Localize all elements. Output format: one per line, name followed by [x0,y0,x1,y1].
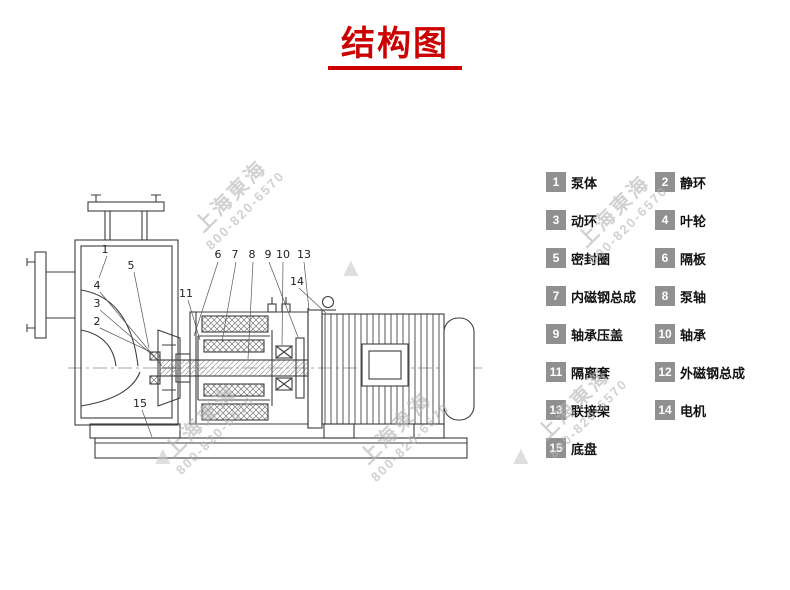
inlet-flange [26,251,75,339]
outer-magnet-assembly [201,315,269,421]
legend-number: 1 [546,172,566,192]
callout-11: 11 [179,287,193,300]
callout-8: 8 [249,248,256,261]
legend-number: 15 [546,438,566,458]
legend-item-5: 5 密封圈 [546,248,653,268]
legend-item-9: 9 轴承压盖 [546,324,653,344]
legend-number: 14 [655,400,675,420]
bearing-cover [295,337,305,399]
legend-item-15: 15 底盘 [546,438,653,458]
legend-number: 4 [655,210,675,230]
legend-item-3: 3 动环 [546,210,653,230]
callout-9: 9 [265,248,272,261]
legend-label: 隔板 [680,251,707,267]
pump-body [74,239,179,426]
legend-number: 8 [655,286,675,306]
callout-7: 7 [232,248,239,261]
legend-number: 11 [546,362,566,382]
legend-label: 外磁钢总成 [680,365,746,381]
legend-label: 联接架 [571,403,611,419]
callout-3: 3 [94,297,101,310]
pump-drawing-svg: 1 5 4 3 2 6 7 8 9 10 13 11 14 15 [26,194,484,459]
legend-label: 静环 [680,175,707,191]
legend-label: 轴承 [680,327,707,343]
legend-number: 9 [546,324,566,344]
callout-1: 1 [102,243,109,256]
base-plate [89,423,468,459]
legend-label: 隔离套 [571,365,611,381]
legend-item-4: 4 叶轮 [655,210,745,230]
legend-item-6: 6 隔板 [655,248,745,268]
legend-number: 7 [546,286,566,306]
outlet-flange [87,194,165,240]
legend-label: 底盘 [571,441,598,457]
callout-5: 5 [128,259,135,272]
callout-2: 2 [94,315,101,328]
legend-number: 10 [655,324,675,344]
leader-lines [98,255,327,438]
mechanical-seal [149,351,161,385]
legend-item-1: 1 泵体 [546,172,653,192]
callout-6: 6 [215,248,222,261]
legend-number: 3 [546,210,566,230]
legend-number: 6 [655,248,675,268]
parts-legend: 1 泵体 2 静环 3 动环 4 叶轮 5 密封圈 6 隔板 7 内磁钢总成 8 [546,172,745,458]
pump-structure-diagram: 1 5 4 3 2 6 7 8 9 10 13 11 14 15 [10,140,530,520]
legend-label: 轴承压盖 [571,327,624,343]
legend-item-11: 11 隔离套 [546,362,653,382]
legend-number: 5 [546,248,566,268]
callout-14: 14 [290,275,304,288]
legend-label: 泵轴 [680,289,707,305]
legend-item-12: 12 外磁钢总成 [655,362,745,382]
bearings [275,345,293,391]
title-underline [328,66,462,70]
legend-label: 动环 [571,213,598,229]
legend-label: 叶轮 [680,213,707,229]
callout-13: 13 [297,248,311,261]
pump-shaft [159,359,309,377]
callout-4: 4 [94,279,101,292]
callout-15: 15 [133,397,147,410]
callout-10: 10 [276,248,290,261]
legend-item-10: 10 轴承 [655,324,745,344]
legend-label: 泵体 [571,175,598,191]
legend-number: 12 [655,362,675,382]
page-title: 结构图 [341,25,449,63]
legend-item-2: 2 静环 [655,172,745,192]
legend-item-8: 8 泵轴 [655,286,745,306]
legend-number: 2 [655,172,675,192]
legend-item-14: 14 电机 [655,400,745,420]
legend-number: 13 [546,400,566,420]
legend-item-7: 7 内磁钢总成 [546,286,653,306]
legend-item-13: 13 联接架 [546,400,653,420]
legend-label: 内磁钢总成 [571,289,637,305]
legend-label: 密封圈 [571,251,611,267]
motor [307,295,475,439]
legend-label: 电机 [680,403,707,419]
